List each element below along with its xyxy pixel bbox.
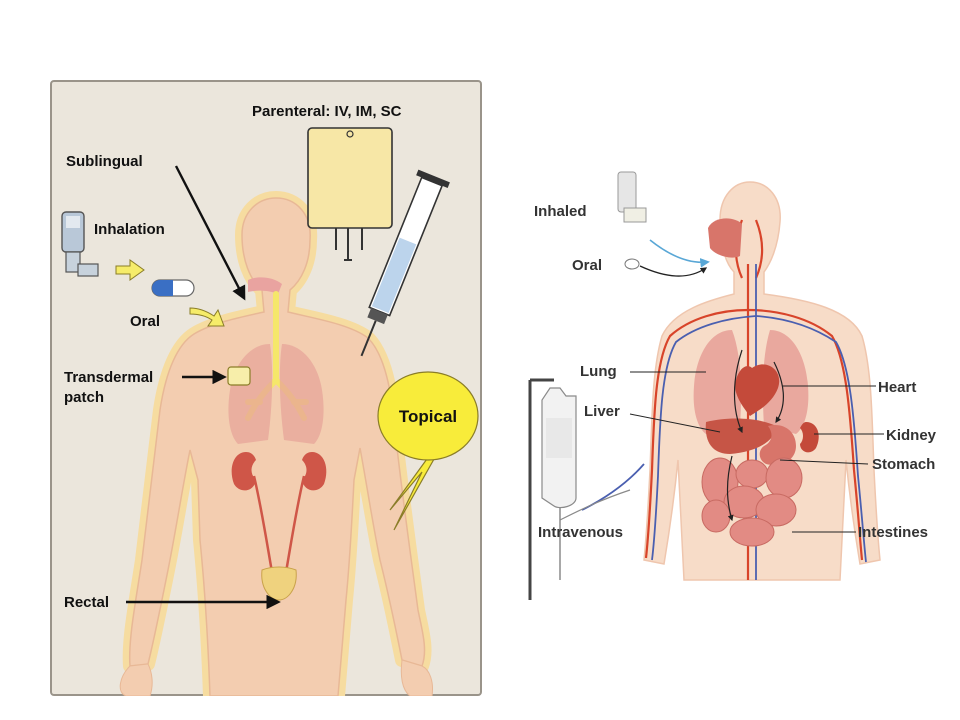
drug-distribution-diagram: Inhaled Oral Lung Liver Intravenous Hear… bbox=[528, 171, 937, 600]
oral-cavity bbox=[248, 277, 282, 294]
iv-stand-icon bbox=[528, 378, 631, 600]
kidney bbox=[800, 422, 819, 453]
right-lung bbox=[762, 330, 809, 434]
kidney-label: Kidney bbox=[886, 427, 937, 444]
nasal-airway bbox=[708, 218, 742, 258]
right-lung bbox=[279, 344, 324, 444]
sublingual-pointer bbox=[174, 165, 246, 301]
topical-bubble bbox=[377, 371, 479, 531]
pill-icon bbox=[151, 279, 195, 297]
right-kidney bbox=[302, 452, 327, 491]
liver bbox=[705, 418, 776, 454]
oral-label: Oral bbox=[130, 313, 160, 330]
pill-icon bbox=[624, 258, 640, 270]
liver-label: Liver bbox=[584, 403, 620, 420]
inhalation-label: Inhalation bbox=[94, 221, 165, 238]
left-kidney bbox=[231, 452, 256, 491]
syringe-icon bbox=[360, 169, 450, 357]
parenteral-label: Parenteral: IV, IM, SC bbox=[252, 103, 402, 120]
iv-bag-icon bbox=[307, 127, 393, 261]
transdermal-label: Transdermal bbox=[64, 369, 153, 386]
transdermal-patch-icon bbox=[227, 366, 251, 386]
rectal-label: Rectal bbox=[64, 594, 109, 611]
inhaled-flow-arrow bbox=[649, 239, 710, 268]
oral-label: Oral bbox=[572, 257, 602, 274]
sublingual-label: Sublingual bbox=[66, 153, 143, 170]
oral-arrow bbox=[189, 307, 225, 327]
intestines-label: Intestines bbox=[858, 524, 928, 541]
label-leader-lines bbox=[629, 371, 884, 533]
inhaler-icon bbox=[61, 211, 99, 277]
inhalation-arrow bbox=[115, 259, 145, 281]
inhaler-icon bbox=[617, 171, 647, 223]
human-body-figure bbox=[119, 191, 433, 696]
inhaled-label: Inhaled bbox=[534, 203, 587, 220]
left-lung bbox=[693, 330, 742, 434]
heart bbox=[735, 364, 780, 416]
transdermal-label-line2: patch bbox=[64, 389, 104, 406]
lung-label: Lung bbox=[580, 363, 617, 380]
oral-flow-arrow bbox=[639, 265, 708, 277]
routes-of-administration-diagram: Parenteral: IV, IM, SC Sublingual Inhala… bbox=[50, 80, 482, 696]
heart-label: Heart bbox=[878, 379, 916, 396]
stomach-label: Stomach bbox=[872, 456, 935, 473]
stomach bbox=[759, 424, 796, 466]
topical-label: Topical bbox=[399, 407, 457, 426]
bladder bbox=[261, 566, 297, 601]
absorption-arrows bbox=[726, 349, 784, 522]
intravenous-label: Intravenous bbox=[538, 524, 623, 541]
